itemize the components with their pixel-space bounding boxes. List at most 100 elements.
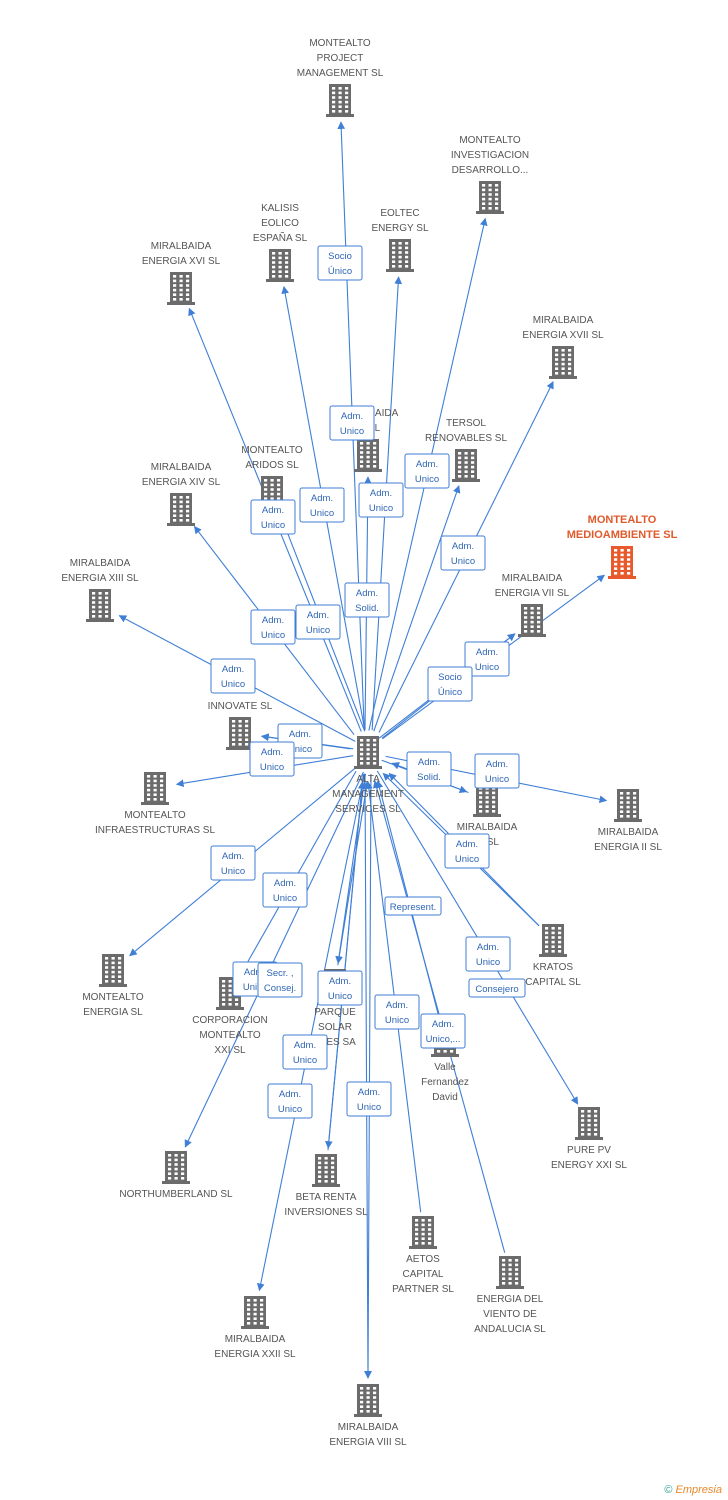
node-label-line: MIRALBAIDA	[225, 1334, 286, 1345]
edge-role-label[interactable]: Adm.Unico	[267, 1083, 313, 1119]
node-label-line: ENERGIA VIII SL	[329, 1437, 407, 1448]
focus-building-icon	[608, 546, 636, 579]
edge-role-text: Adm.	[418, 757, 440, 768]
edge-role-label[interactable]: Adm.Unico	[282, 1034, 328, 1070]
node-label-line: ENERGIA XIV SL	[142, 477, 221, 488]
edge-role-label[interactable]: Adm.Unico	[250, 609, 296, 645]
edge-role-label[interactable]: Adm.Unico	[440, 535, 486, 571]
edge-role-label[interactable]: Adm.Unico	[374, 994, 420, 1030]
node-label: NORTHUMBERLAND SL	[119, 1189, 233, 1200]
building-icon	[162, 1151, 190, 1184]
edge-role-label[interactable]: Adm. Unico	[346, 1081, 392, 1117]
edge-role-label[interactable]: Adm.Unico	[317, 970, 363, 1006]
copyright-icon: ©	[664, 1484, 673, 1496]
edge-role-text: Unico	[310, 508, 334, 519]
building-icon	[476, 181, 504, 214]
edge-bet	[327, 781, 366, 1151]
edge-role-label[interactable]: Adm.Unico	[358, 482, 404, 518]
edge-role-label[interactable]: Adm.Unico	[250, 499, 296, 535]
edge-role-text: Adm.	[244, 967, 266, 978]
edge-role-text: Adm.	[307, 610, 329, 621]
edge-role-text: Adm.	[341, 411, 363, 422]
edge-role-label[interactable]: Adm.Unico	[404, 453, 450, 489]
node-label-line: BETA RENTA	[296, 1192, 357, 1203]
edge-role-text: Represent.	[390, 902, 436, 913]
node-label-line: ANDALUCIA SL	[474, 1324, 546, 1335]
edge-role-text: Adm.	[358, 1087, 380, 1098]
node-label-line: ESPAÑA SL	[253, 231, 308, 244]
edge-role-text: Único	[328, 266, 352, 277]
edge-role-label[interactable]: Adm.Unico	[295, 604, 341, 640]
edge-role-label[interactable]: Consejero	[468, 978, 526, 998]
edge-role-label[interactable]: Adm.Unico	[474, 753, 520, 789]
edge-role-label[interactable]: Adm.Unico	[444, 833, 490, 869]
edge-role-label[interactable]: Adm.Unico	[210, 658, 256, 694]
node-label-line: INNOVATE SL	[208, 701, 273, 712]
edge-role-label[interactable]: Adm.Unico	[465, 936, 511, 972]
edge-role-label[interactable]: Adm.Unico	[464, 641, 510, 677]
brand-logo: Empresia	[675, 1484, 722, 1496]
building-icon	[141, 772, 169, 805]
building-icon	[167, 493, 195, 526]
edge-role-text: Adm.	[477, 942, 499, 953]
node-label-line: ENERGIA XXII SL	[214, 1349, 296, 1360]
building-icon	[99, 954, 127, 987]
node-label-line: MIRALBAIDA	[151, 462, 212, 473]
edge-role-label[interactable]: Adm.Unico,...	[420, 1013, 466, 1049]
edge-role-label[interactable]: Adm.Unico	[262, 872, 308, 908]
edge-role-text: Adm.	[274, 878, 296, 889]
edge-role-label[interactable]: Adm.Unico	[210, 845, 256, 881]
edge-role-text: Adm.	[456, 839, 478, 850]
node-label-line: KRATOS	[533, 962, 574, 973]
edge-role-label[interactable]: Adm.Solid.	[406, 751, 452, 787]
node-label-line: David	[432, 1092, 458, 1103]
edge-role-text: Unico	[451, 556, 475, 567]
building-icon	[354, 1384, 382, 1417]
edge-role-label[interactable]: Represent.	[384, 896, 442, 916]
node-label-line: XXI SL	[214, 1045, 246, 1056]
edge-m8	[364, 773, 372, 1379]
edge-role-label[interactable]: Adm.Unico	[329, 405, 375, 441]
edge-nor	[184, 771, 364, 1148]
edge-role-label[interactable]: Adm.Unico	[299, 487, 345, 523]
node-label-line: ENERGIA XVI SL	[142, 256, 221, 267]
edge-ter	[373, 485, 461, 732]
building-icon	[549, 346, 577, 379]
edge-role-text: Unico	[369, 503, 393, 514]
edge-role-text: Único	[438, 687, 462, 698]
node-label-line: MONTEALTO	[199, 1030, 261, 1041]
node-label-line: MIRALBAIDA	[598, 827, 659, 838]
building-icon	[326, 84, 354, 117]
edge-role-text: Consej.	[264, 983, 296, 994]
node-label-line: PARTNER SL	[392, 1284, 454, 1295]
edge-par	[335, 773, 367, 964]
node-label-line: Valle	[434, 1062, 456, 1073]
node-label-line: SOLAR	[318, 1022, 352, 1033]
edge-role-text: Unico	[243, 982, 267, 993]
building-icon	[354, 439, 382, 472]
edge-role-text: Unico	[357, 1102, 381, 1113]
edge-labels: SocioÚnicoAdm.UnicoAdm.UnicoAdm.UnicoAdm…	[210, 245, 526, 1119]
edge-role-text: Unico	[261, 630, 285, 641]
edge-role-label[interactable]: Adm.Solid.	[344, 582, 390, 618]
edge-role-label[interactable]: Adm.Unico	[249, 741, 295, 777]
edge-role-label[interactable]: Secr. ,Consej.	[257, 962, 303, 998]
node-label-line: NORTHUMBERLAND SL	[119, 1189, 233, 1200]
building-icon	[473, 784, 501, 817]
footer-brand[interactable]: © Empresia	[664, 1484, 722, 1496]
node-label-line: ENERGY SL	[371, 223, 428, 234]
